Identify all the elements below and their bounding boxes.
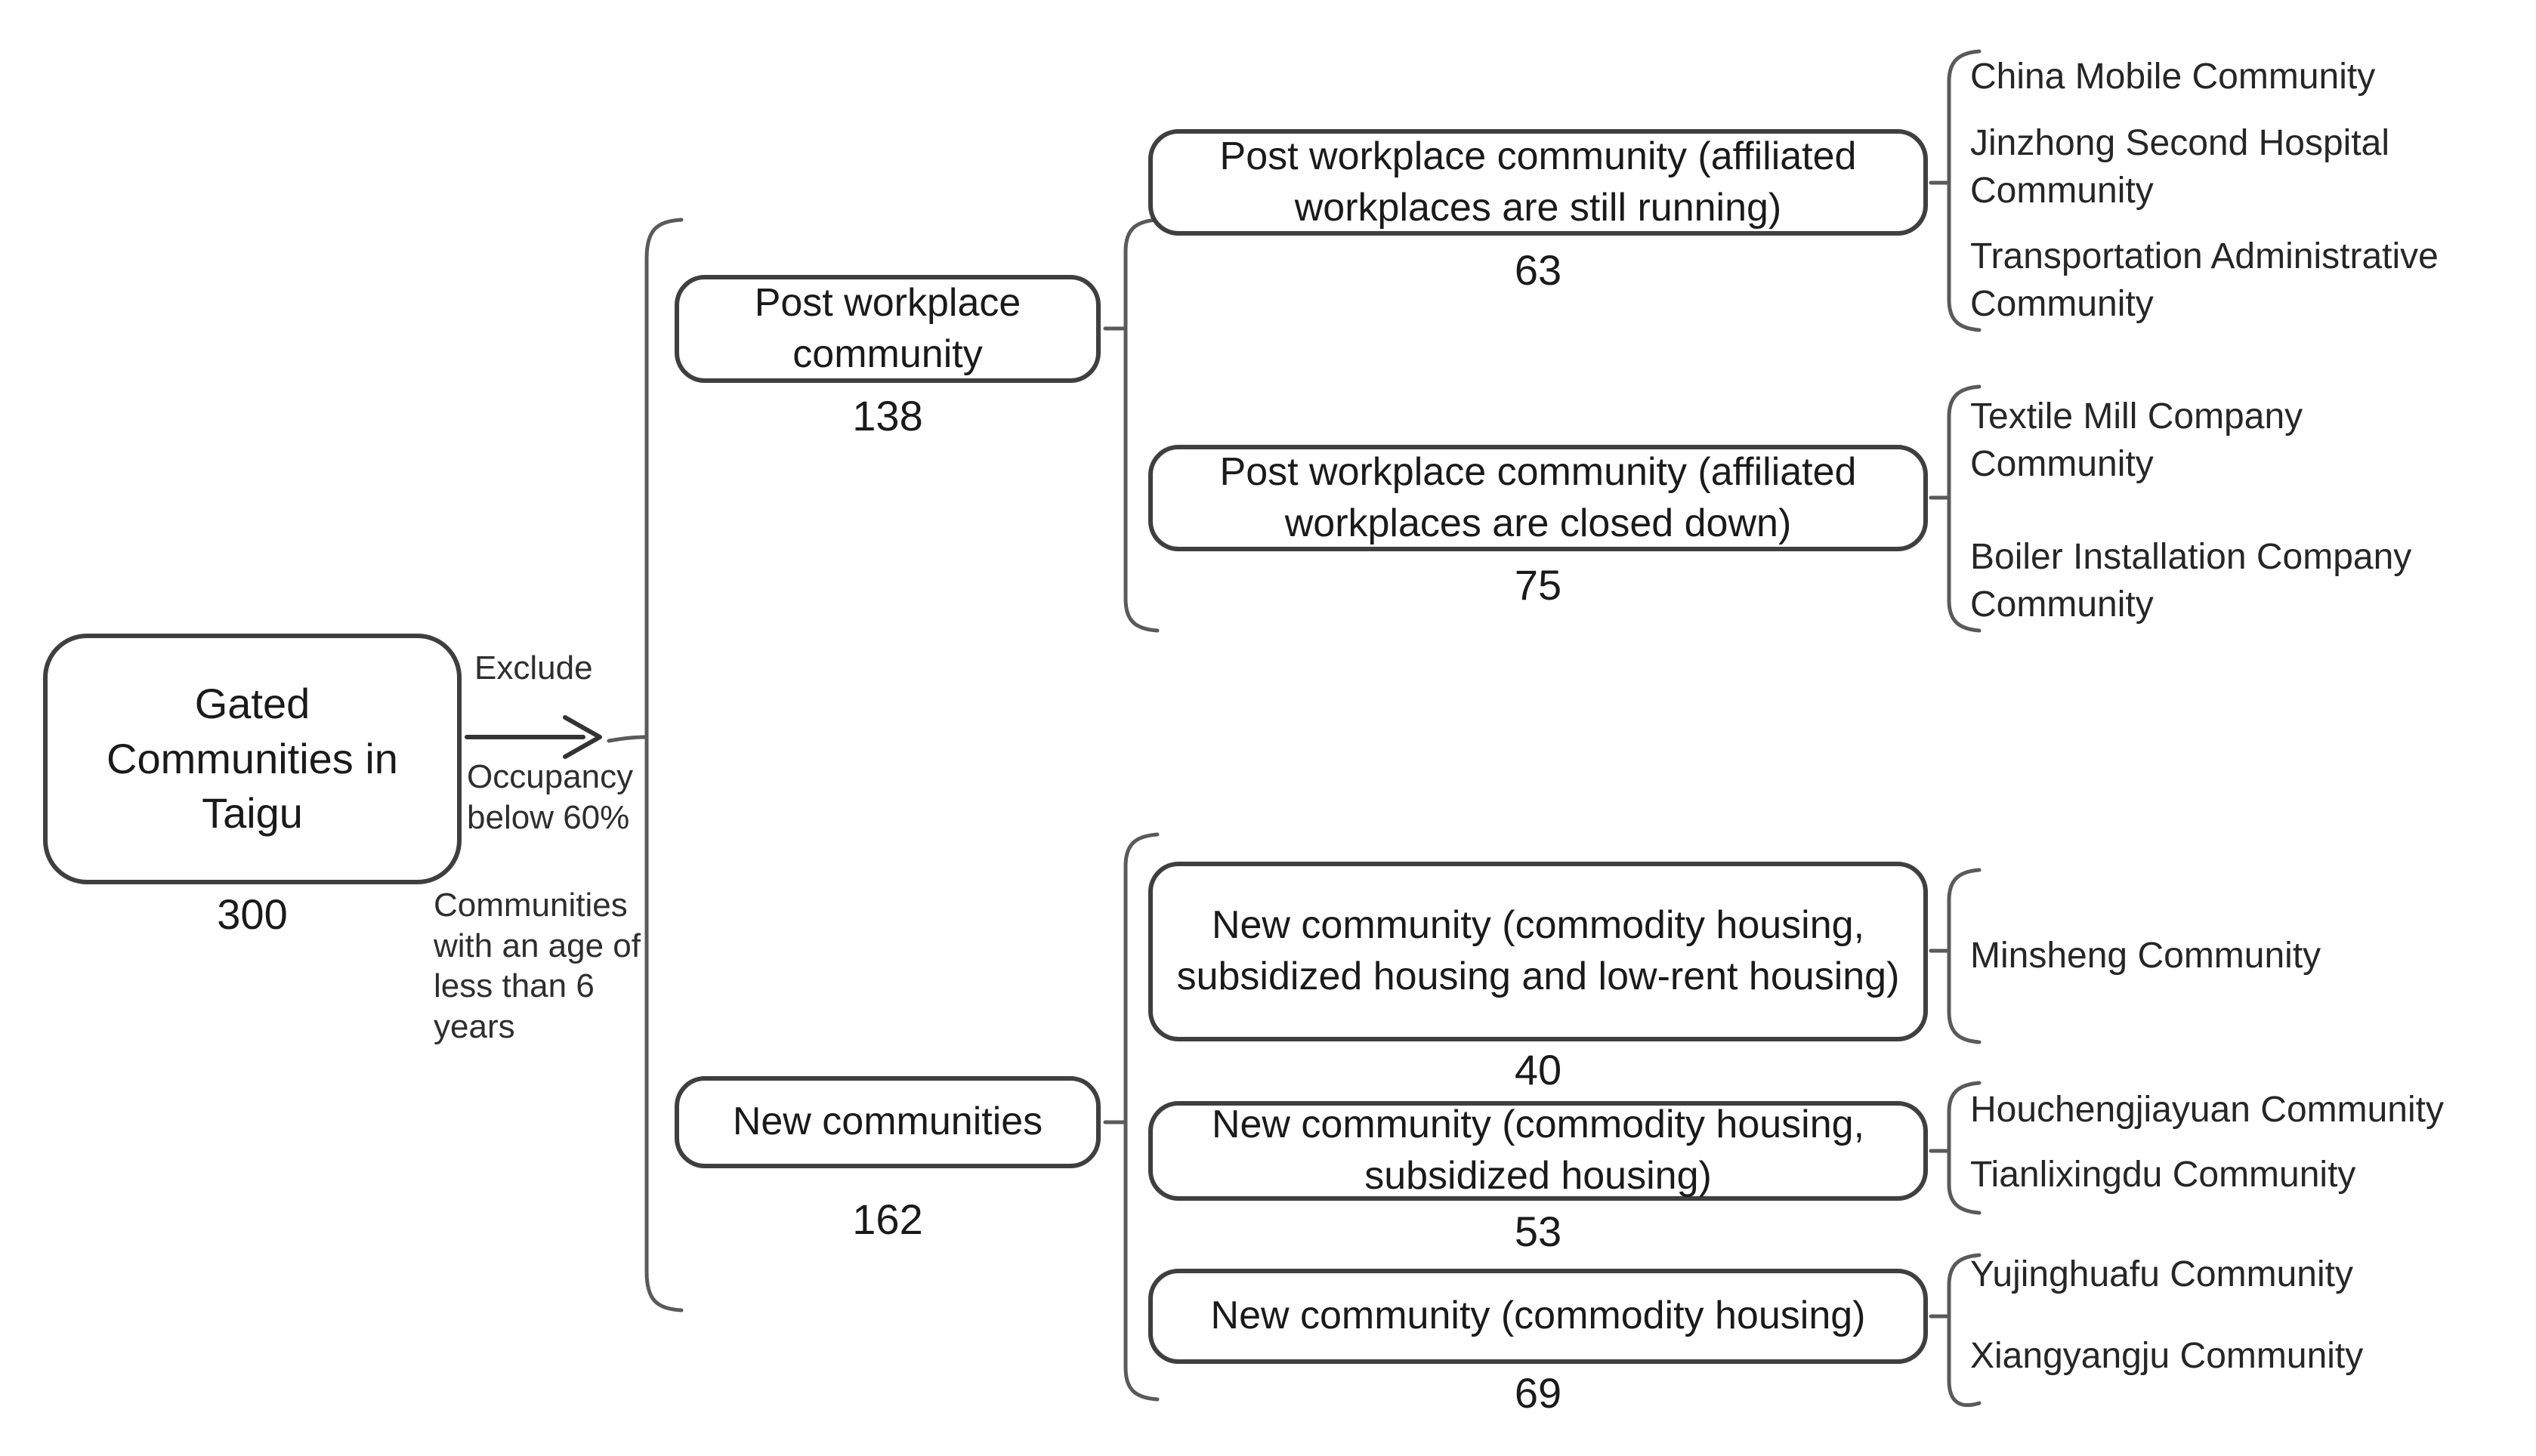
sub-box-commodity: New community (commodity housing) [1148, 1269, 1928, 1364]
example-item: Minsheng Community [1970, 936, 2321, 976]
root-box: Gated Communities in Taigu [43, 634, 462, 884]
branch-box-post-workplace: Post workplace community [675, 275, 1101, 383]
sub-box-still-running: Post workplace community (affiliated wor… [1148, 129, 1928, 236]
bracket-low-rent-examples [1929, 868, 1982, 1044]
sub-count-low-rent: 40 [1514, 1046, 1562, 1094]
arrow-label-occupancy: Occupancy below 60% [467, 758, 634, 836]
example-item: Transportation Administrative Community [1970, 236, 2439, 325]
sub-box-closed-down: Post workplace community (affiliated wor… [1148, 445, 1928, 551]
sub-box-subsidized: New community (commodity housing, subsid… [1148, 1101, 1928, 1201]
sub-count-still-running: 63 [1514, 246, 1562, 294]
branch-box-new-communities: New communities [675, 1076, 1101, 1168]
example-item: Boiler Installation Company Community [1970, 537, 2412, 625]
sub-count-closed-down: 75 [1514, 561, 1562, 609]
sub-box-label: New community (commodity housing) [1210, 1294, 1866, 1338]
root-label: Gated Communities in Taigu [107, 679, 398, 838]
branch-count-post-workplace: 138 [852, 392, 923, 440]
branch-label: Post workplace community [754, 280, 1021, 376]
example-item: China Mobile Community [1970, 57, 2376, 97]
sub-box-low-rent: New community (commodity housing, subsid… [1148, 862, 1928, 1041]
branch-count-new-communities: 162 [852, 1195, 923, 1243]
sub-box-label: Post workplace community (affiliated wor… [1219, 449, 1857, 545]
exclude-arrow-icon [465, 715, 602, 759]
bracket-subsidized-examples [1929, 1081, 1982, 1215]
bracket-post-workplace-children [1103, 217, 1160, 633]
bracket-still-running-examples [1929, 49, 1982, 332]
sub-count-commodity: 69 [1514, 1369, 1562, 1417]
bracket-new-communities-children [1103, 832, 1160, 1402]
sub-count-subsidized: 53 [1514, 1208, 1562, 1255]
sub-box-label: Post workplace community (affiliated wor… [1219, 134, 1857, 230]
arrow-label-exclude: Exclude [474, 649, 593, 686]
example-item: Jinzhong Second Hospital Community [1970, 123, 2390, 211]
sub-box-label: New community (commodity housing, subsid… [1176, 903, 1900, 998]
example-item: Yujinghuafu Community [1970, 1254, 2353, 1294]
sub-box-label: New community (commodity housing, subsid… [1211, 1103, 1865, 1198]
arrow-label-age: Communities with an age of less than 6 y… [434, 887, 641, 1046]
branch-label: New communities [732, 1100, 1043, 1144]
example-item: Houchengjiayuan Community [1970, 1090, 2444, 1130]
bracket-closed-down-examples [1929, 384, 1982, 633]
example-item: Tianlixingdu Community [1970, 1155, 2356, 1195]
bracket-commodity-examples [1929, 1253, 1982, 1408]
root-count: 300 [217, 890, 288, 938]
example-item: Textile Mill Company Community [1970, 396, 2303, 485]
example-item: Xiangyangju Community [1970, 1336, 2364, 1376]
bracket-main [607, 217, 684, 1313]
